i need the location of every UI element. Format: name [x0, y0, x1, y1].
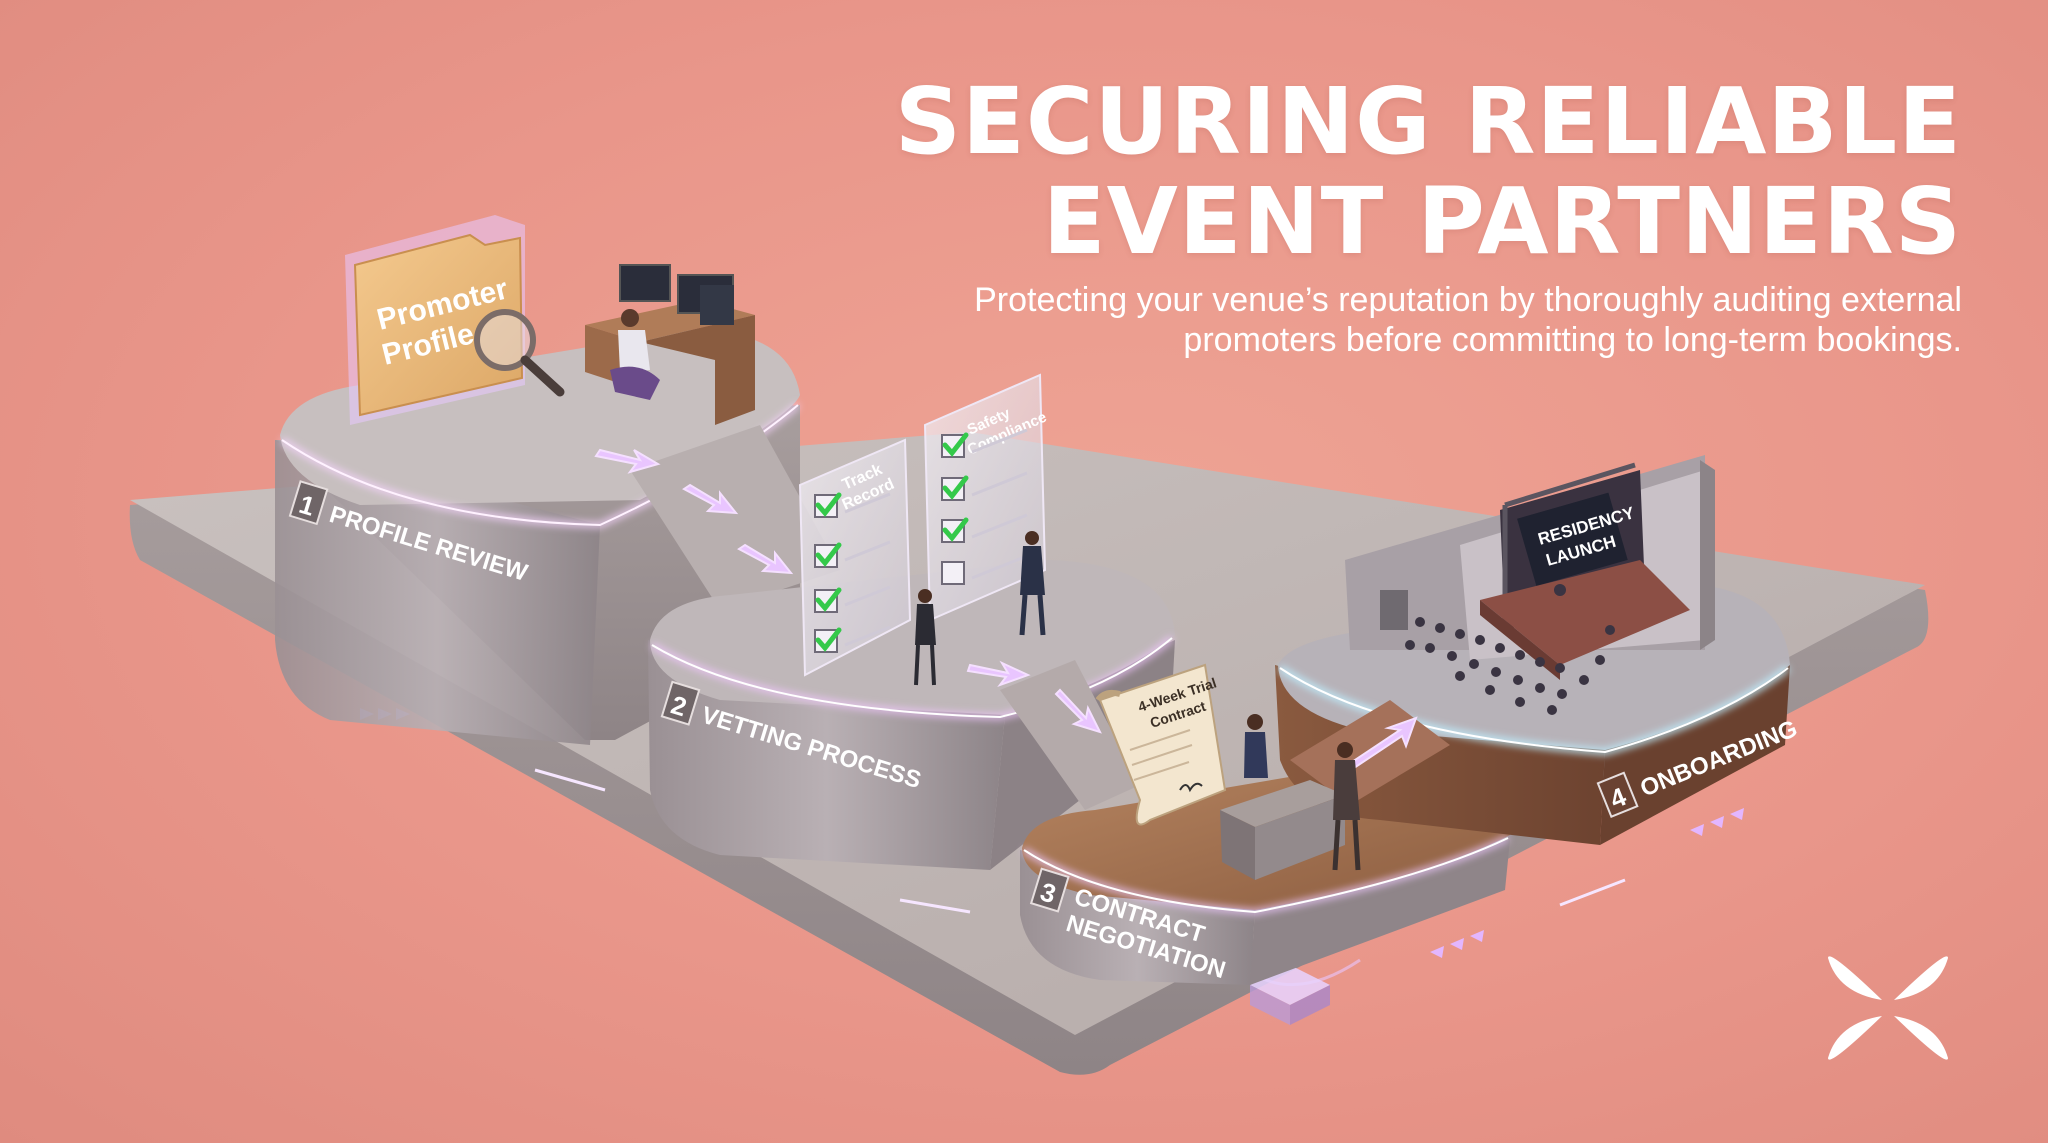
- subtitle-line-2: promoters before committing to long-term…: [1183, 321, 1962, 359]
- ramp-1-arrows: [594, 448, 794, 575]
- ramp-2-to-3: [1000, 660, 1140, 810]
- title-line-1: SECURING RELIABLE: [894, 68, 1962, 175]
- checkmark-icons: [814, 432, 969, 653]
- residency-stage: RESIDENCY LAUNCH: [1345, 455, 1715, 680]
- ramp-1-to-2: [630, 425, 840, 610]
- promoter-folder: Promoter Profile: [345, 215, 525, 425]
- page-title: SECURING RELIABLE EVENT PARTNERS: [895, 72, 1962, 272]
- office-chair: [610, 366, 660, 400]
- negotiation-table: [1220, 714, 1361, 880]
- title-line-2: EVENT PARTNERS: [1042, 168, 1962, 275]
- checklist-lines: [844, 428, 1028, 647]
- page-subtitle: Protecting your venue’s reputation by th…: [974, 280, 1962, 360]
- stage-door: [1380, 590, 1408, 630]
- folder-icon: [353, 233, 524, 417]
- analyst-desk: [585, 264, 755, 425]
- analyst-head: [621, 309, 639, 327]
- monitor-screen-3: [700, 285, 734, 325]
- audience-crowd: [1405, 584, 1615, 715]
- stage-banner: [1517, 492, 1628, 587]
- subtitle-line-1: Protecting your venue’s reputation by th…: [974, 281, 1962, 319]
- magnifier-icon: [474, 309, 565, 397]
- logo-icon: [1828, 956, 1948, 1060]
- reviewer-figures: [914, 531, 1046, 686]
- ramp-2-arrows: [966, 660, 1102, 734]
- monitor-screen-1: [619, 264, 671, 302]
